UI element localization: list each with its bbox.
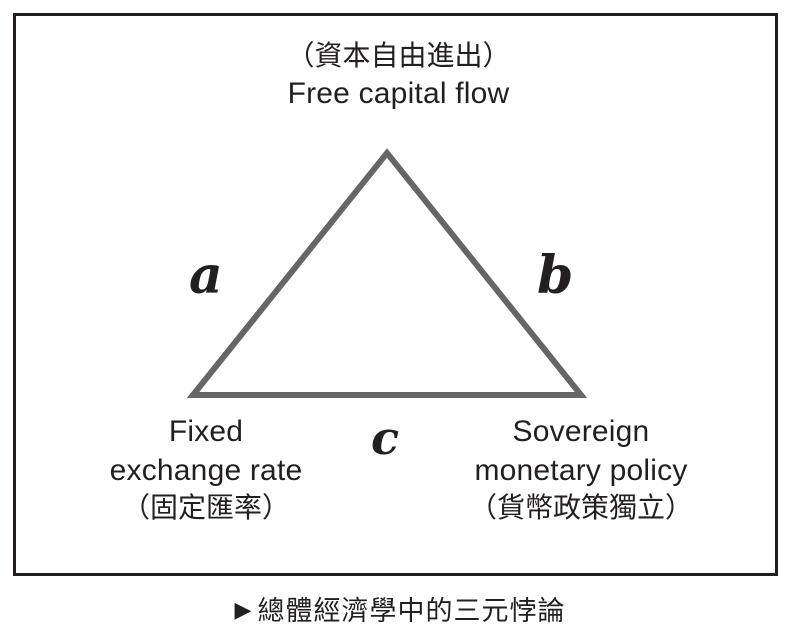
vertex-left-en-line2: exchange rate xyxy=(109,454,303,487)
vertex-left-en-line1: Fixed xyxy=(168,415,244,448)
triangle-outline xyxy=(186,148,588,398)
figure-caption: ▶總體經濟學中的三元悖論 xyxy=(0,596,800,627)
vertex-left-zh: （固定匯率） xyxy=(121,492,290,523)
vertex-label-bottom-left: Fixed exchange rate （固定匯率） xyxy=(46,412,366,526)
figure-frame: （資本自由進出） Free capital flow Fixed exchang… xyxy=(13,13,778,576)
edge-label-b: b xyxy=(537,245,574,306)
edge-label-c: c xyxy=(371,411,400,465)
vertex-right-en-line1: Sovereign xyxy=(512,415,650,448)
vertex-label-top: （資本自由進出） Free capital flow xyxy=(16,38,781,113)
edge-label-a: a xyxy=(189,245,223,306)
vertex-top-zh: （資本自由進出） xyxy=(286,40,511,71)
caption-text: 總體經濟學中的三元悖論 xyxy=(257,596,566,626)
vertex-label-bottom-right: Sovereign monetary policy （貨幣政策獨立） xyxy=(416,412,746,526)
caption-marker-icon: ▶ xyxy=(234,597,252,622)
vertex-top-en: Free capital flow xyxy=(287,77,510,111)
vertex-right-zh: （貨幣政策獨立） xyxy=(468,492,693,523)
vertex-right-en-line2: monetary policy xyxy=(474,454,688,487)
